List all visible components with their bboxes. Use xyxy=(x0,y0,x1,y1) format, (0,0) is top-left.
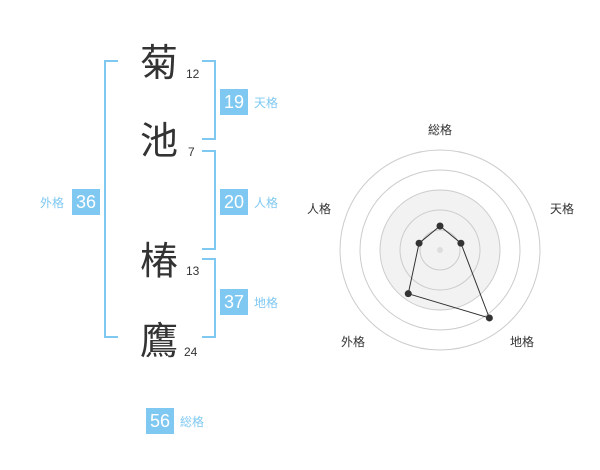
radar-label-tenkaku: 天格 xyxy=(550,202,575,216)
radar-label-chikaku: 地格 xyxy=(510,335,535,349)
radar-label-soukaku: 総格 xyxy=(428,123,453,137)
gaikaku-bracket xyxy=(104,60,118,338)
radar-grid-ring xyxy=(359,169,521,331)
tenkaku-score: 19 xyxy=(220,89,248,115)
chikaku-label: 地格 xyxy=(254,296,279,310)
radar-grid xyxy=(339,149,541,351)
chikaku-bracket xyxy=(202,258,216,338)
radar-point-2 xyxy=(457,239,465,247)
jinkaku-score: 20 xyxy=(220,189,248,215)
radar-point-5 xyxy=(415,239,423,247)
radar-points xyxy=(404,222,493,322)
radar-grid-ring xyxy=(399,209,481,291)
radar-point-4 xyxy=(404,290,412,298)
radar-grid-ring xyxy=(419,229,461,271)
stroke-count-4: 24 xyxy=(184,345,198,359)
chikaku-score: 37 xyxy=(220,289,248,315)
radar-label-gaikaku: 外格 xyxy=(341,335,366,349)
name-char-4: 鷹 xyxy=(140,319,179,363)
radar-point-1 xyxy=(436,222,444,230)
gaikaku-score: 36 xyxy=(72,189,100,215)
radar-grid-ring xyxy=(339,149,541,351)
soukaku-label: 総格 xyxy=(180,415,205,429)
stroke-count-2: 7 xyxy=(188,145,195,159)
radar-data-polygon xyxy=(407,225,491,319)
tenkaku-label: 天格 xyxy=(254,96,279,110)
radar-point-3 xyxy=(485,314,493,322)
jinkaku-label: 人格 xyxy=(254,196,279,210)
stroke-count-3: 13 xyxy=(186,264,200,278)
jinkaku-bracket xyxy=(202,150,216,250)
name-char-2: 池 xyxy=(140,119,179,163)
radar-center-dot xyxy=(437,247,443,253)
radar-grid-ring xyxy=(379,189,501,311)
soukaku-score: 56 xyxy=(146,408,174,434)
stroke-count-1: 12 xyxy=(186,67,200,81)
gaikaku-label: 外格 xyxy=(40,196,65,210)
radar-chart xyxy=(339,149,541,351)
radar-label-jinkaku: 人格 xyxy=(307,202,332,216)
name-char-1: 菊 xyxy=(140,41,179,85)
tenkaku-bracket xyxy=(202,60,216,140)
name-char-3: 椿 xyxy=(140,239,179,283)
